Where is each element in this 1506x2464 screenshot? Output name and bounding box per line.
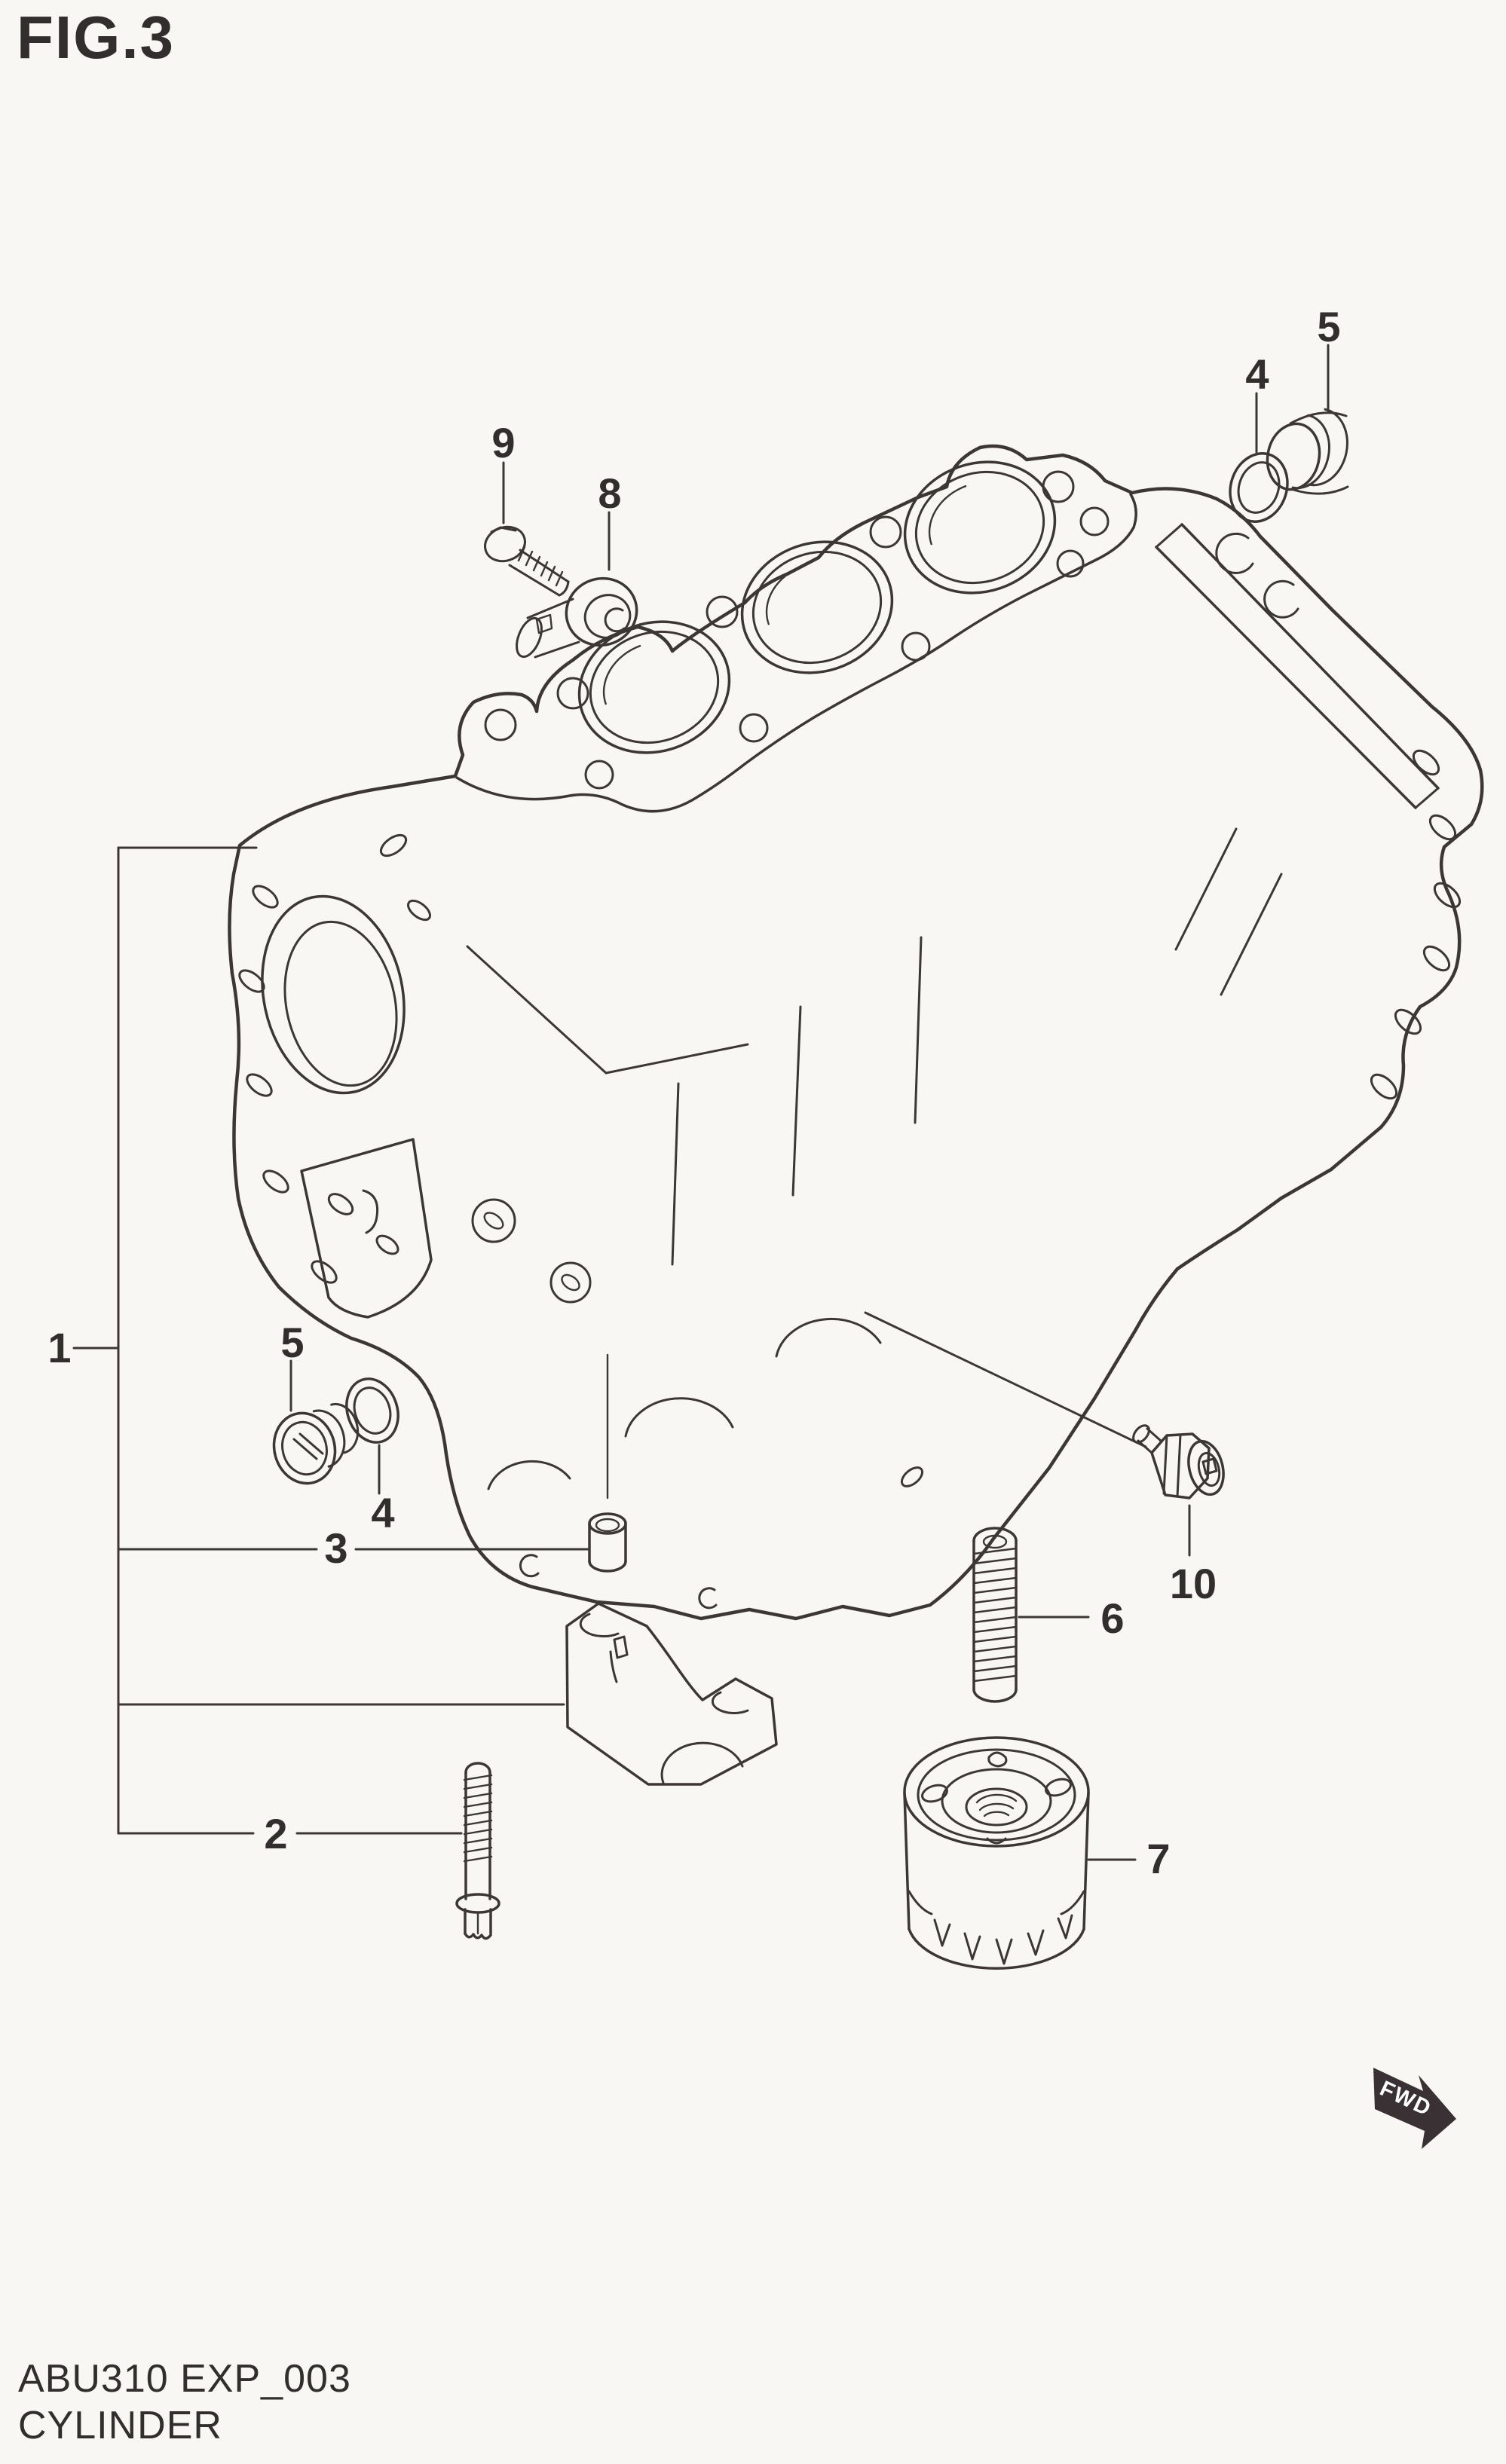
gasket-ring-top-drawing xyxy=(1222,446,1296,529)
bell-housing-flange xyxy=(1156,524,1464,1103)
callout-bracket-part1 xyxy=(74,848,588,1833)
callout-3: 3 xyxy=(324,1524,348,1572)
callout-6: 6 xyxy=(1100,1594,1125,1642)
leader-lines xyxy=(291,345,1328,1860)
callout-4-bottom: 4 xyxy=(371,1489,395,1536)
deck-bolt-holes xyxy=(485,472,1108,788)
side-boss xyxy=(302,1139,431,1317)
callout-10: 10 xyxy=(1169,1560,1217,1607)
engine-block-drawing xyxy=(229,442,1482,1619)
front-face xyxy=(236,831,433,1287)
gasket-ring-bottom-drawing xyxy=(338,1372,406,1449)
cylinder-bore-3 xyxy=(887,442,1073,613)
crankcase-details xyxy=(467,937,926,1608)
knock-sensor-drawing xyxy=(512,569,646,661)
callout-5-bottom: 5 xyxy=(280,1319,305,1366)
callout-8: 8 xyxy=(598,469,622,517)
drain-plug-drawing xyxy=(266,1399,363,1490)
cylinder-bore-2 xyxy=(724,522,910,693)
callout-4-top: 4 xyxy=(1245,350,1269,398)
cap-bolt-drawing xyxy=(457,1763,499,1939)
plug-top-drawing xyxy=(1262,409,1354,494)
oil-pressure-switch-drawing xyxy=(1131,1423,1229,1498)
figure-code: ABU310 EXP_003 xyxy=(18,2357,351,2401)
stud-bolt-drawing xyxy=(974,1528,1016,1701)
callout-7: 7 xyxy=(1146,1835,1171,1882)
footer: ABU310 EXP_003 CYLINDER xyxy=(18,2355,351,2449)
figure-name: CYLINDER xyxy=(18,2404,222,2447)
callout-9: 9 xyxy=(491,419,516,466)
callout-1: 1 xyxy=(47,1324,72,1371)
figure-title: FIG.3 xyxy=(17,4,176,71)
oil-filter-drawing xyxy=(905,1738,1088,1968)
fwd-arrow: FWD xyxy=(1373,2068,1456,2149)
dowel-pin-drawing xyxy=(589,1514,626,1571)
bearing-cap-drawing xyxy=(567,1603,776,1784)
callout-5-top: 5 xyxy=(1317,303,1341,350)
sensor-bolt-drawing xyxy=(480,521,568,595)
callout-2: 2 xyxy=(264,1810,288,1857)
